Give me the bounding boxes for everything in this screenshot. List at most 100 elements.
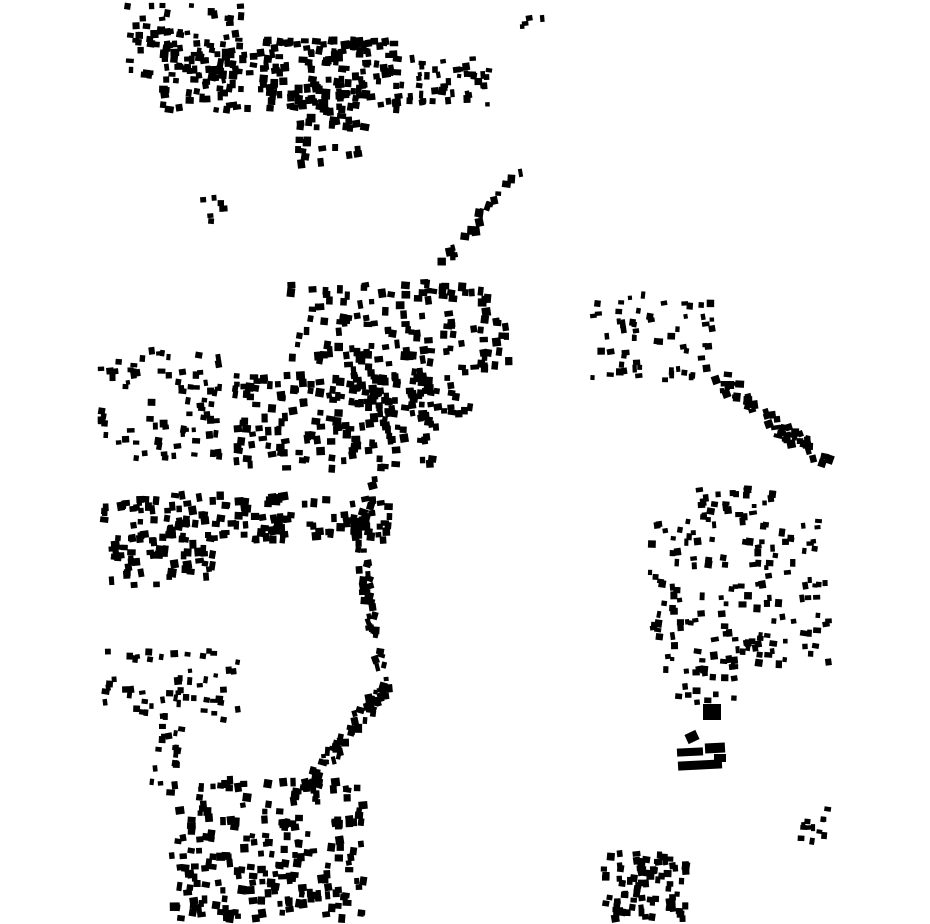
building [413,373,421,382]
building [276,516,283,525]
building [637,364,643,370]
building [340,457,347,465]
building [214,359,223,369]
building [173,752,179,758]
building [352,374,359,383]
building [491,337,502,347]
building [187,668,193,674]
building [142,495,150,503]
building [178,490,186,500]
building [159,349,166,357]
building [303,848,314,857]
building [724,383,731,391]
building [115,440,122,445]
building [756,651,763,658]
building [409,409,416,417]
building [327,36,335,46]
building [405,325,412,334]
building [279,394,286,402]
building [358,589,368,596]
building [216,491,224,500]
building [342,122,351,131]
building [400,281,411,290]
building [824,453,835,465]
building [202,78,211,85]
building [638,904,645,911]
building [364,574,375,583]
building [667,332,676,340]
building [267,403,277,413]
building [635,307,642,314]
building [521,20,529,27]
building [235,659,241,666]
building [342,899,352,906]
building [272,63,279,71]
building [241,417,249,425]
building [399,433,410,444]
building [236,42,244,50]
building [193,33,199,39]
building [426,357,434,367]
building [763,599,771,607]
building [721,674,729,682]
building [636,857,645,866]
building [684,692,692,698]
building [789,431,798,438]
building [186,884,194,891]
building [205,65,211,74]
building [278,874,287,880]
building [267,493,277,502]
building [258,513,267,522]
building [782,656,788,663]
building [616,850,623,858]
building [801,821,806,830]
building [366,583,374,589]
building [669,631,676,641]
building [762,500,767,506]
building [213,429,219,436]
building [158,736,166,744]
building [421,388,430,394]
building [176,746,182,755]
building [355,351,365,358]
building [822,580,828,587]
building [634,373,643,379]
building [367,480,378,491]
building [224,15,231,22]
building [327,903,336,913]
building [461,369,469,376]
building [813,594,821,600]
building [287,90,295,100]
building [492,317,501,326]
building [393,82,400,90]
building [264,500,272,508]
building [334,816,342,822]
building [207,213,214,219]
building [387,64,395,72]
building [298,898,308,909]
building [649,899,656,906]
building [799,629,808,637]
building [321,88,331,95]
building [146,415,154,422]
building [768,490,777,499]
building [372,73,381,80]
building [325,392,333,399]
building [159,89,170,99]
building [102,503,109,512]
building [197,406,206,412]
building [191,873,198,882]
building [353,723,363,733]
building [198,511,206,519]
building [392,55,403,63]
building [769,640,778,647]
building [132,22,140,30]
building [177,28,184,35]
building [113,368,119,375]
building [618,361,625,368]
building [174,806,185,815]
building [97,407,106,415]
building [297,788,302,795]
building [360,68,366,75]
building [138,507,144,514]
